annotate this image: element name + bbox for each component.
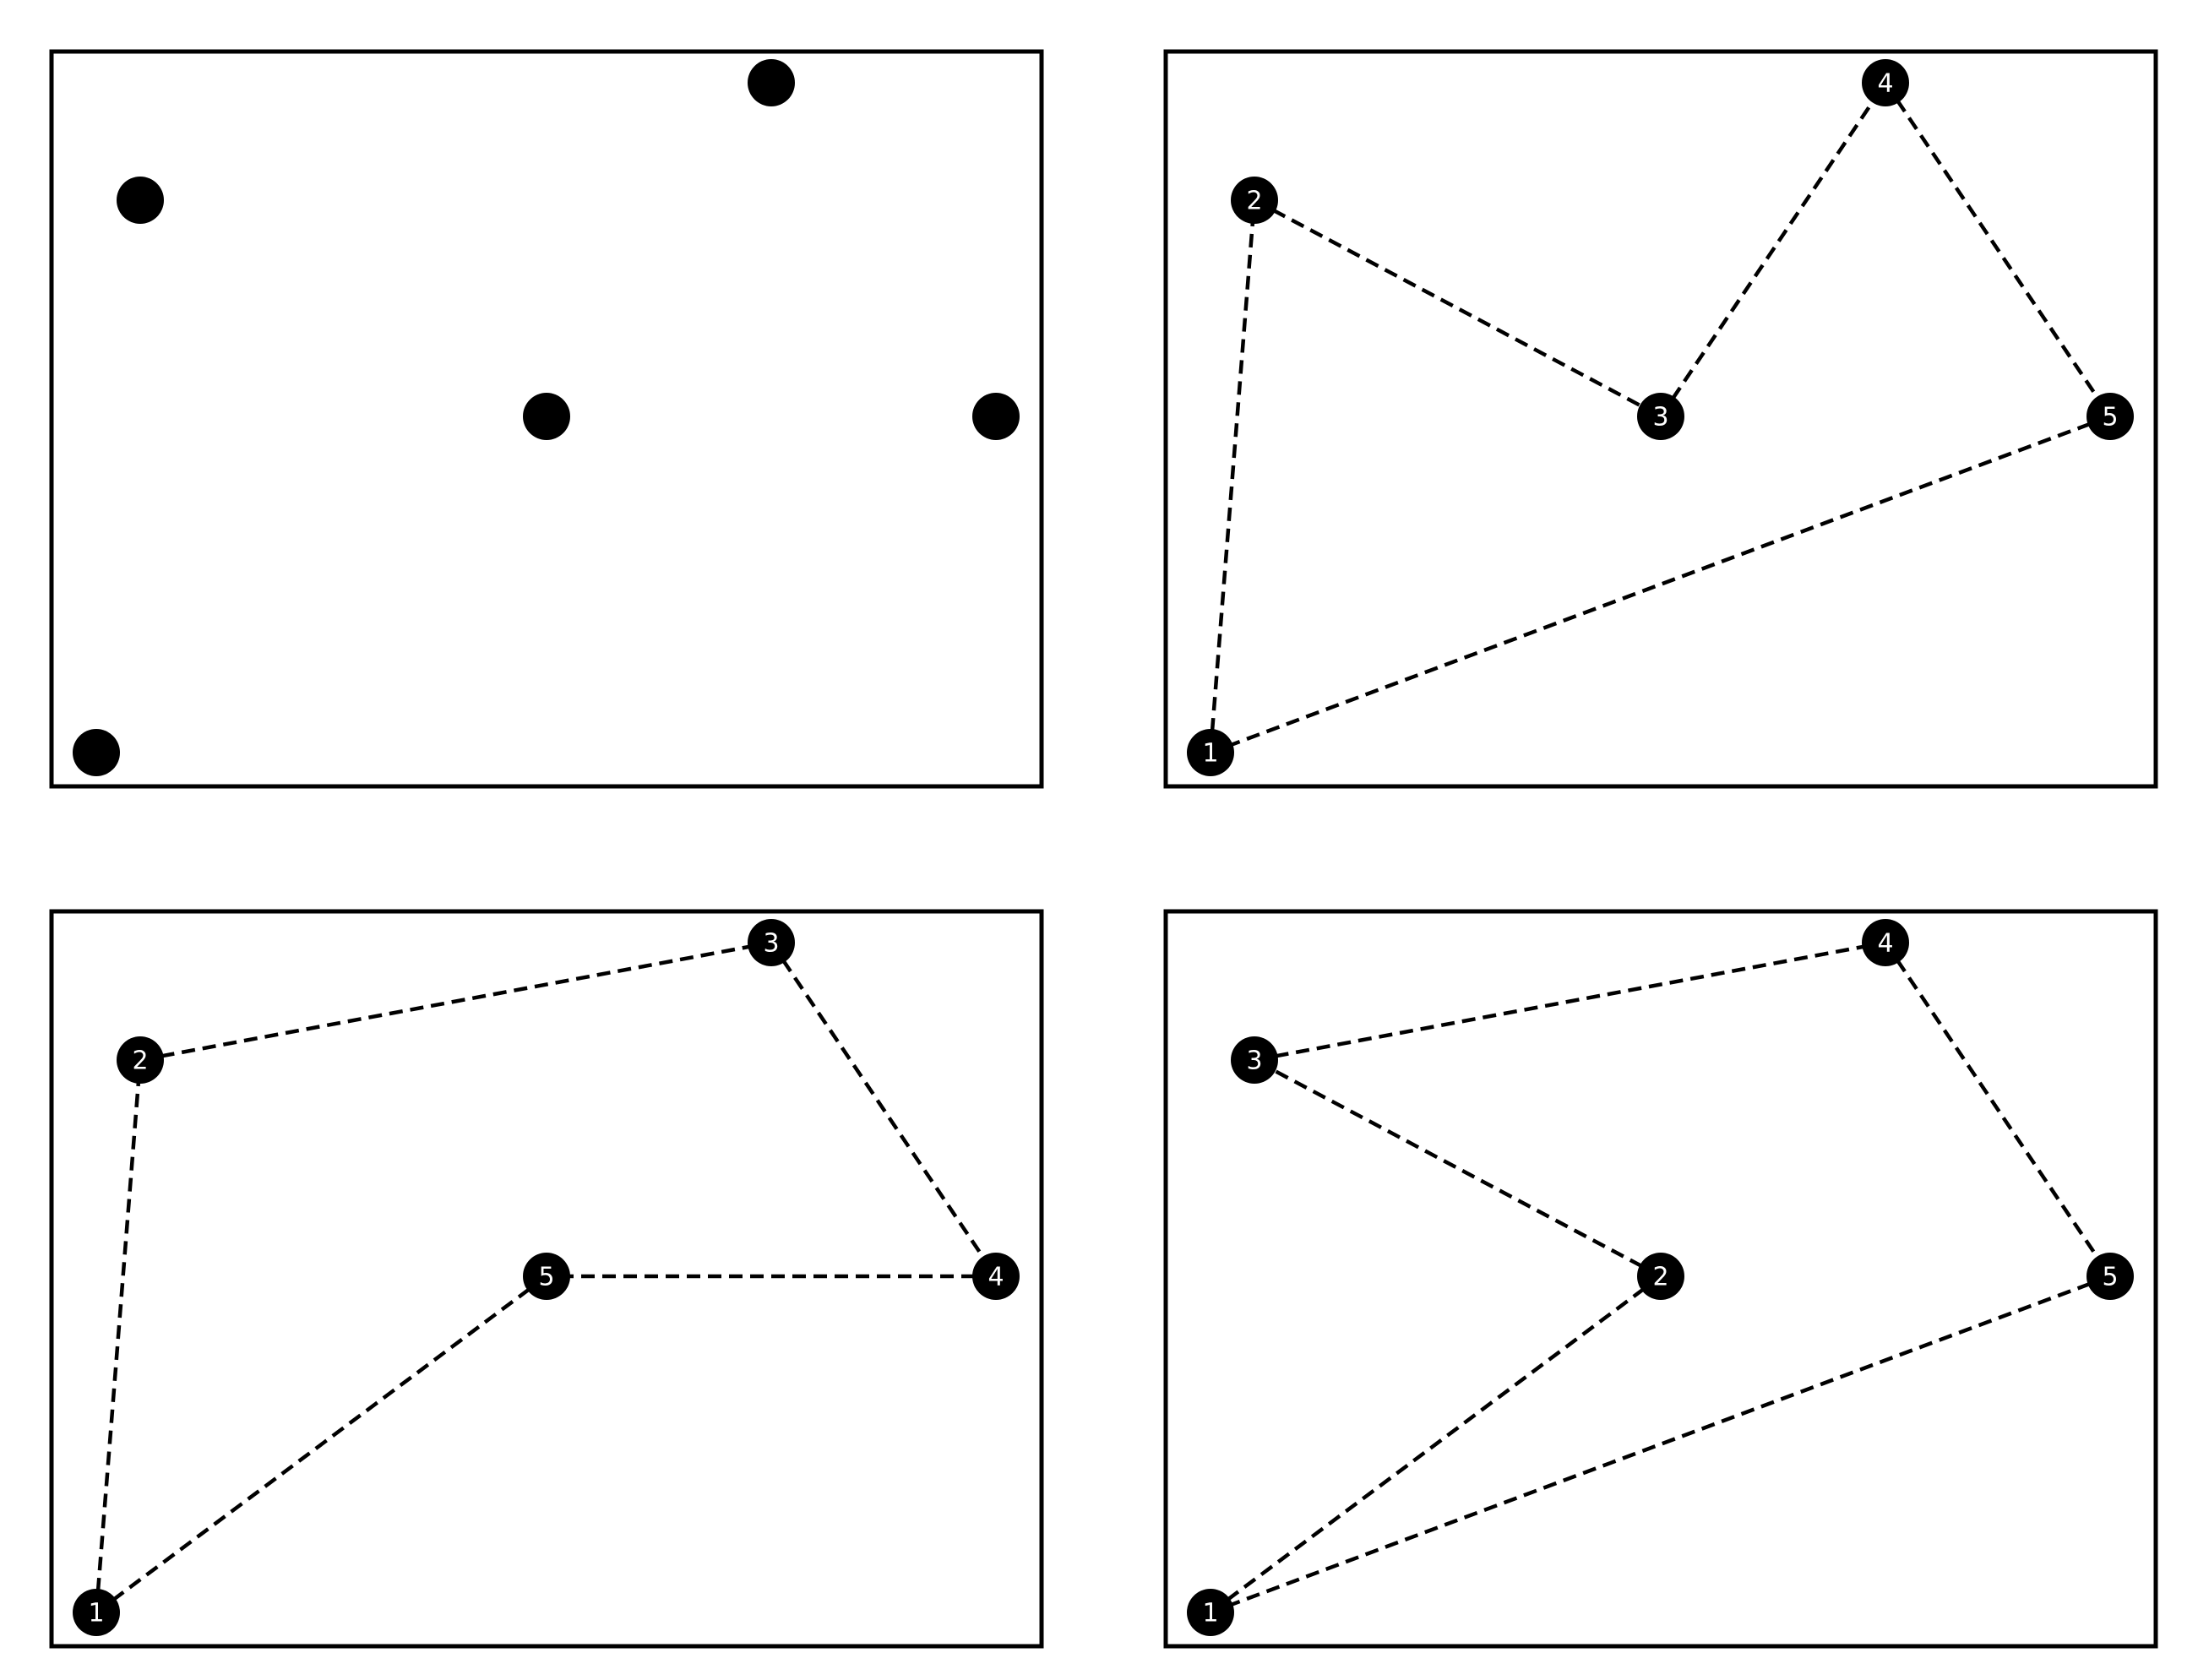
tour-edge [1884, 941, 2112, 1278]
tour-edge [139, 940, 772, 1063]
node-dot [972, 393, 1020, 440]
node-label: 5 [538, 1263, 554, 1292]
node-dot [523, 393, 570, 440]
panel-top-left [49, 49, 1044, 789]
tour-edge [1659, 81, 1887, 418]
node-dot [117, 177, 164, 224]
tour-edge [1210, 414, 2111, 755]
node-label: 4 [987, 1263, 1004, 1292]
node-dot [2086, 1253, 2134, 1300]
tour-edge [94, 1059, 143, 1613]
node-label: 2 [132, 1047, 148, 1076]
tour-edge [1254, 940, 1886, 1063]
node-label: 3 [1652, 403, 1668, 432]
node-label: 1 [1202, 739, 1218, 769]
node-dot [73, 729, 120, 776]
node-label: 2 [1246, 187, 1262, 216]
node-label: 4 [1877, 69, 1893, 99]
tour-edge [1253, 1058, 1662, 1278]
tour-edge [770, 941, 998, 1278]
node-dot [73, 1589, 120, 1636]
node-dot [748, 919, 795, 966]
node-dot [523, 1253, 570, 1300]
node-label: 5 [2102, 403, 2118, 432]
node-dot [117, 1036, 164, 1084]
node-label: 4 [1877, 929, 1893, 959]
node-dot [1862, 919, 1909, 966]
tour-edge [1253, 198, 1662, 418]
node-dot [1231, 1036, 1278, 1084]
panel-bottom-right: 1 3 2 4 5 [1163, 909, 2158, 1649]
node-dot [1637, 393, 1684, 440]
tour-edge [1884, 81, 2112, 418]
tour-edge [95, 1275, 548, 1614]
panel-top-right: 1 2 3 4 5 [1163, 49, 2158, 789]
node-label: 3 [1246, 1047, 1262, 1076]
node-dot [1187, 729, 1234, 776]
node-dot [1231, 177, 1278, 224]
node-label: 5 [2102, 1263, 2118, 1292]
node-dot [1862, 59, 1909, 106]
tour-edge [1210, 1274, 2111, 1615]
node-dot [972, 1253, 1020, 1300]
node-label: 2 [1652, 1263, 1668, 1292]
node-dot [2086, 393, 2134, 440]
tour-edge [1208, 199, 1257, 753]
node-dot [748, 59, 795, 106]
node-dot [1637, 1253, 1684, 1300]
tour-edge [1209, 1275, 1662, 1614]
node-label: 3 [763, 929, 779, 959]
panel-bottom-left: 1 2 5 3 4 [49, 909, 1044, 1649]
node-dot [1187, 1589, 1234, 1636]
node-label: 1 [1202, 1599, 1218, 1628]
node-label: 1 [88, 1599, 104, 1628]
